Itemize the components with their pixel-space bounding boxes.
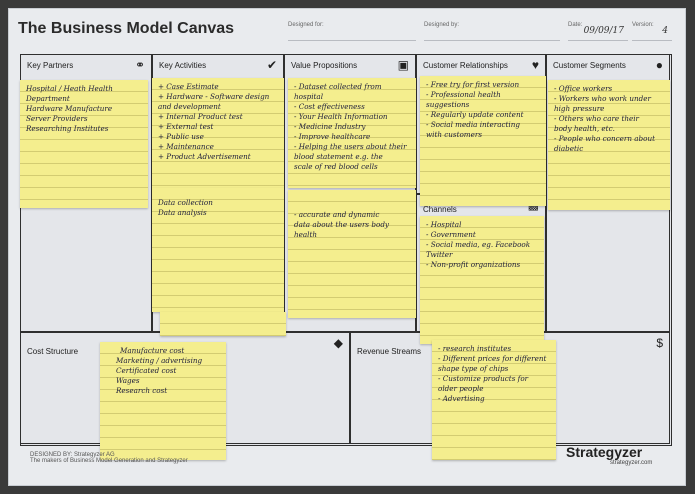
sticky-note-resources: Data collection Data analysis [152, 188, 284, 312]
check-circle-icon: ✔ [266, 58, 277, 72]
sticky-note-resources-extra [160, 312, 286, 336]
link-icon: ⚭ [134, 58, 145, 72]
version-label: Version: [632, 22, 654, 28]
note-line: - Advertising [438, 394, 485, 403]
note-line: - Professional health [426, 90, 501, 99]
note-line: + Maintenance [158, 142, 214, 151]
version-field: Version: 4 [632, 22, 672, 41]
note-line: and development [158, 102, 221, 111]
sticky-note-relationships: - Free try for first version - Professio… [420, 76, 546, 206]
footer-makers: The makers of Business Model Generation … [30, 458, 188, 464]
channels-label: Channels [423, 205, 457, 214]
sticky-note-partners: Hospital / Heath Health Department Hardw… [20, 80, 148, 208]
sticky-note-costs: Manufacture cost Marketing / advertising… [100, 342, 226, 460]
note-line: + Internal Product test [158, 112, 243, 121]
note-line: health [294, 230, 317, 239]
note-line: Data analysis [158, 208, 207, 217]
version-value: 4 [662, 26, 668, 36]
designed-for-label: Designed for: [288, 22, 324, 28]
note-line: - Workers who work under [554, 94, 651, 103]
note-line: - Non-profit organizations [426, 260, 521, 269]
note-line: Researching Institutes [26, 124, 109, 133]
sticky-note-channels: - Hospital - Government - Social media, … [420, 216, 544, 344]
note-line: + Product Advertisement [158, 152, 251, 161]
cost-structure-label: Cost Structure [27, 347, 79, 356]
note-line: + Public use [158, 132, 204, 141]
note-line: Twitter [426, 250, 453, 259]
note-line: - Cost effectiveness [294, 102, 365, 111]
note-line: - Customize products for [438, 374, 529, 383]
note-line: high pressure [554, 104, 605, 113]
sticky-note-value-2: - accurate and dynamic data about the us… [288, 190, 416, 318]
designed-by-label: Designed by: [424, 22, 460, 28]
value-propositions-label: Value Propositions [291, 61, 358, 70]
designed-for-field: Designed for: [288, 22, 416, 41]
note-line: Research cost [116, 386, 168, 395]
note-line: - Hospital [426, 220, 462, 229]
sticky-note-value-1: - Dataset collected from hospital - Cost… [288, 78, 416, 188]
note-line: - research institutes [438, 344, 512, 353]
date-value: 09/09/17 [583, 26, 624, 36]
note-line: body health, etc. [554, 124, 615, 133]
note-line: with customers [426, 130, 483, 139]
customer-relationships-label: Customer Relationships [423, 61, 508, 70]
note-line: blood statement e.g. the [294, 152, 383, 161]
note-line: - Social media, eg. Facebook [426, 240, 531, 249]
strategyzer-logo: Strategyzer [566, 444, 642, 460]
note-line: older people [438, 384, 484, 393]
note-line: Hospital / Heath Health [26, 84, 113, 93]
note-line: + Hardware - Software design [158, 92, 270, 101]
designed-by-field: Designed by: [424, 22, 560, 41]
note-line: - Office workers [554, 84, 613, 93]
date-field: Date: 09/09/17 [568, 22, 628, 41]
note-line: - Regularly update content [426, 110, 524, 119]
brand-name: Strategyzer [566, 444, 643, 460]
note-line: - Social media interacting [426, 120, 520, 129]
note-line: - Free try for first version [426, 80, 520, 89]
money-bag-icon: $ [656, 336, 663, 350]
note-line: diabetic [554, 144, 584, 153]
note-line: - Improve healthcare [294, 132, 371, 141]
note-line: - Others who care their [554, 114, 639, 123]
key-partners-label: Key Partners [27, 61, 74, 70]
customer-segments-label: Customer Segments [553, 61, 626, 70]
note-line: scale of red blood cells [294, 162, 378, 171]
note-line: - Helping the users about their [294, 142, 407, 151]
sticky-note-segments: - Office workers - Workers who work unde… [548, 80, 670, 210]
gift-icon: ▣ [397, 58, 409, 72]
note-line: Marketing / advertising [116, 356, 203, 365]
sticky-note-activities: + Case Estimate + Hardware - Software de… [152, 78, 284, 188]
sticky-note-revenue: - research institutes - Different prices… [432, 340, 556, 460]
note-line: suggestions [426, 100, 470, 109]
note-line: + External test [158, 122, 214, 131]
date-label: Date: [568, 22, 583, 28]
note-line: Data collection [158, 198, 213, 207]
note-line: shape type of chips [438, 364, 509, 373]
user-icon: ● [655, 58, 663, 72]
note-line: - Government [426, 230, 476, 239]
footer-credits: DESIGNED BY: Strategyzer AG The makers o… [30, 452, 188, 464]
note-line: Manufacture cost [120, 346, 185, 355]
brand-url: strategyzer.com [610, 460, 653, 466]
note-line: hospital [294, 92, 324, 101]
note-line: Wages [116, 376, 140, 385]
key-activities-label: Key Activities [159, 61, 207, 70]
tag-icon: ◆ [333, 336, 343, 350]
note-line: Hardware Manufacture [26, 104, 113, 113]
heart-icon: ♥ [531, 58, 539, 72]
note-line: data about the users body [294, 220, 389, 229]
note-line: - Dataset collected from [294, 82, 382, 91]
note-line: - accurate and dynamic [294, 210, 380, 219]
note-line: Department [26, 94, 70, 103]
note-line: - Your Health Information [294, 112, 388, 121]
note-line: Certificated cost [116, 366, 177, 375]
note-line: + Case Estimate [158, 82, 219, 91]
note-line: - People who concern about [554, 134, 655, 143]
note-line: - Different prices for different [438, 354, 547, 363]
revenue-streams-label: Revenue Streams [357, 347, 422, 356]
note-line: Server Providers [26, 114, 88, 123]
note-line: - Medicine Industry [294, 122, 366, 131]
canvas-title: The Business Model Canvas [18, 20, 235, 37]
footer-designed-by: DESIGNED BY: Strategyzer AG [30, 452, 115, 458]
